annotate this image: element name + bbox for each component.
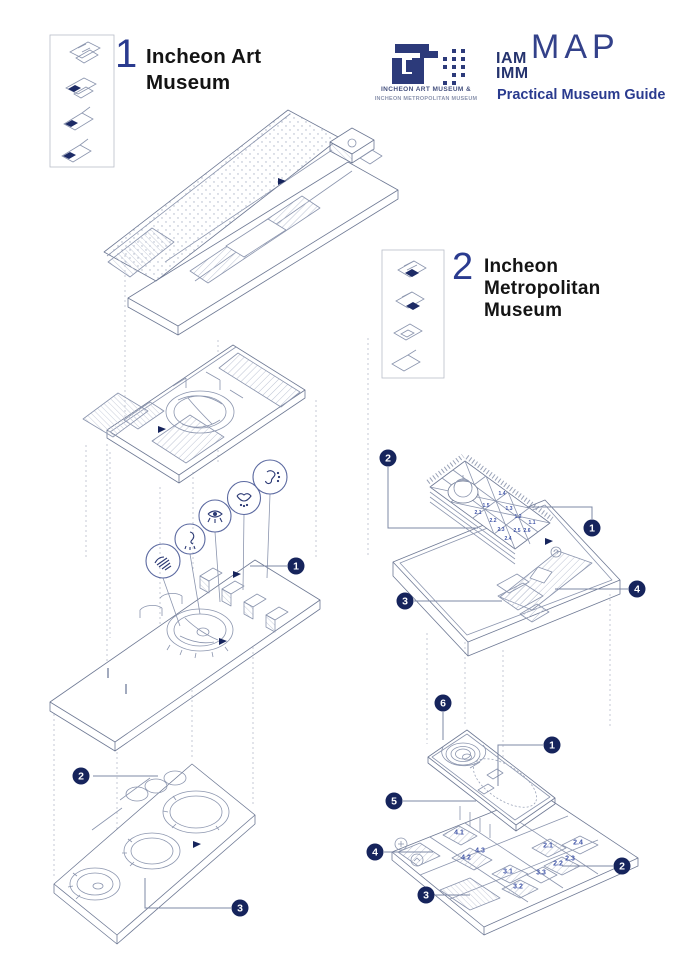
logo-caption-line2: INCHEON METROPOLITAN MUSEUM <box>374 96 478 102</box>
legend-box-museum-1 <box>49 34 115 168</box>
iam-ground-floor-drawing <box>49 559 321 752</box>
smell-icon <box>174 523 206 555</box>
room-label: 4.3 <box>475 847 485 855</box>
touch-icon <box>145 543 181 579</box>
m2-bottom-badge-5: 5 <box>385 792 403 810</box>
imm-upper-levels-drawing <box>392 453 621 657</box>
iam-upper-floor-drawing <box>82 344 306 484</box>
m2-top-badge-4: 4 <box>628 580 646 598</box>
museum-logo-mark <box>392 44 465 85</box>
roof-label: 2.5 <box>513 528 521 534</box>
museum-2-title: Incheon Metropolitan Museum <box>484 256 601 321</box>
facility-icon-a <box>394 837 408 851</box>
museum-1-title: Incheon Art Museum <box>146 45 262 94</box>
room-label: 2.2 <box>553 860 563 868</box>
roof-label: 2.1 <box>474 510 482 516</box>
roof-label: 2.3 <box>497 527 505 533</box>
roof-label: 2.4 <box>504 536 512 542</box>
roof-label: 1.1 <box>528 520 536 526</box>
roof-label: 1.2 <box>514 514 522 520</box>
room-label: 2.4 <box>573 839 583 847</box>
roof-label: 1.4 <box>498 491 506 497</box>
imm-lower-levels-drawing <box>391 729 639 936</box>
room-label: 2.3 <box>565 855 575 863</box>
m2-bottom-badge-1: 1 <box>543 736 561 754</box>
room-label: 4.1 <box>454 829 464 837</box>
brand-acronyms: IAM IMM <box>496 50 529 83</box>
m2-bottom-badge-3: 3 <box>417 886 435 904</box>
iam-roof-level-drawing <box>103 109 399 336</box>
facility-icon-b <box>410 853 424 867</box>
brand-tagline: Practical Museum Guide <box>497 87 666 103</box>
museum-1-number: 1 <box>115 32 138 76</box>
logo-caption-line1: INCHEON ART MUSEUM & <box>380 86 472 93</box>
iam-basement-drawing <box>53 763 256 945</box>
m1-level-badge-3: 3 <box>231 899 249 917</box>
roof-label: 1.5 <box>482 503 490 509</box>
museum-2-number: 2 <box>452 246 474 288</box>
roof-label: 2.2 <box>489 518 497 524</box>
brand-imm: IMM <box>496 65 529 83</box>
m2-top-badge-2: 2 <box>379 449 397 467</box>
badge-connector-lines <box>93 467 628 909</box>
m2-bottom-badge-2: 2 <box>613 857 631 875</box>
sense-icon-connectors <box>162 493 271 627</box>
room-label: 3.3 <box>536 869 546 877</box>
legend-box-museum-2 <box>381 249 445 379</box>
roof-label: 1.3 <box>505 506 513 512</box>
sight-icon <box>198 499 232 533</box>
brand-iam: IAM <box>496 50 527 67</box>
roof-label: 2.6 <box>523 528 531 534</box>
m1-level-badge-2: 2 <box>72 767 90 785</box>
m2-bottom-badge-4: 4 <box>366 843 384 861</box>
room-label: 2.1 <box>543 842 553 850</box>
brand-map-title: MAP <box>531 28 620 66</box>
room-label: 4.2 <box>461 854 471 862</box>
m2-top-badge-1: 1 <box>583 519 601 537</box>
m2-top-badge-3: 3 <box>396 592 414 610</box>
room-label: 3.1 <box>503 868 513 876</box>
m2-bottom-badge-6: 6 <box>434 694 452 712</box>
m1-level-badge-1: 1 <box>287 557 305 575</box>
room-label: 3.2 <box>513 883 523 891</box>
taste-icon <box>226 480 262 516</box>
hearing-icon <box>252 459 288 495</box>
